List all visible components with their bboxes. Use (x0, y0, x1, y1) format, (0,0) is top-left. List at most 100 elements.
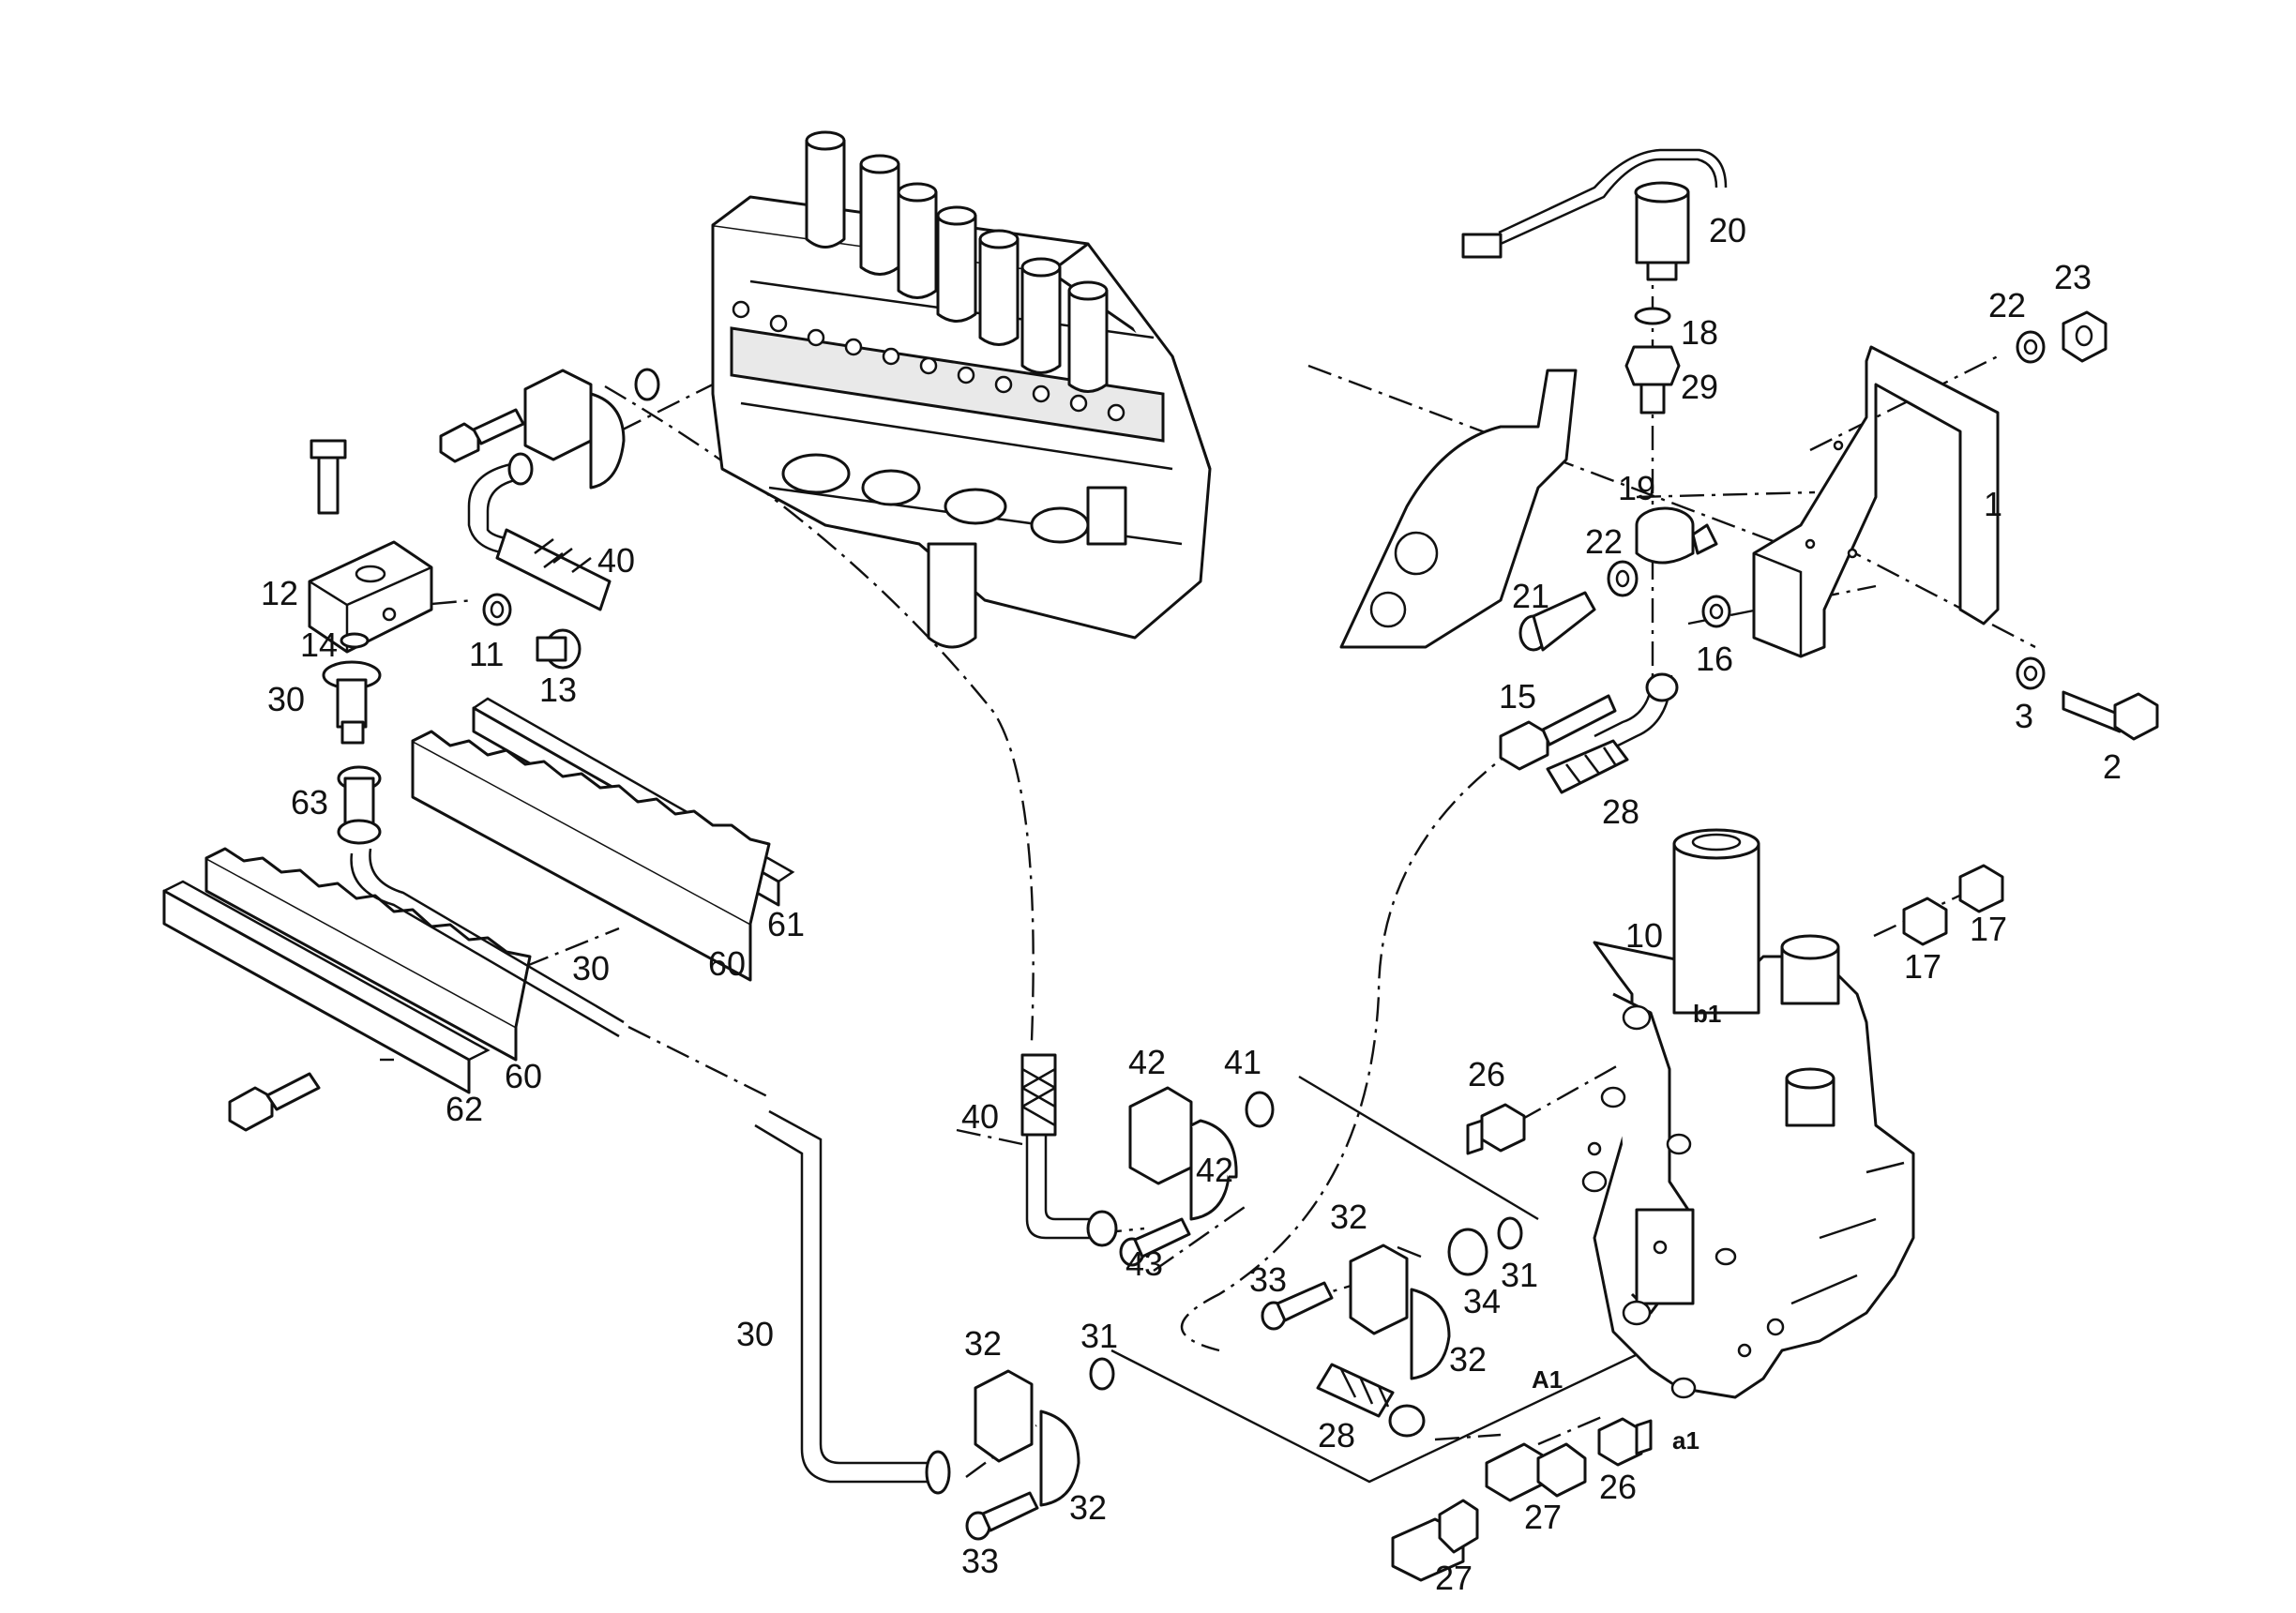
o-ring-14 (340, 632, 370, 649)
tube-30 (350, 848, 951, 1495)
flange-half-32-low-b (1039, 1409, 1080, 1507)
sensor-cable-20 (1461, 148, 1728, 281)
port-label-a1: a1 (1672, 1426, 1699, 1455)
callout-33a: 33 (1249, 1260, 1287, 1299)
callout-30b: 30 (572, 949, 610, 987)
callout-30a: 30 (267, 680, 305, 718)
callout-22a: 22 (1585, 522, 1623, 561)
callout-63: 63 (291, 783, 328, 822)
adapter-29 (1624, 345, 1681, 415)
flange-half-32-low-a (974, 1369, 1034, 1463)
flange-half-32-mid-b (1410, 1288, 1451, 1380)
elbow-27-upper (1485, 1442, 1587, 1502)
callout-61: 61 (767, 905, 805, 943)
callout-11: 11 (469, 635, 504, 673)
callout-29: 29 (1681, 368, 1718, 406)
callout-33b: 33 (961, 1542, 999, 1580)
o-ring-41 (1245, 1091, 1275, 1128)
callout-31a: 31 (1501, 1256, 1538, 1294)
callout-16: 16 (1696, 640, 1733, 678)
callout-17a: 17 (1904, 947, 1941, 986)
port-label-A1: A1 (1532, 1365, 1563, 1394)
flange-fitting-30 (322, 660, 382, 745)
seal-34 (1447, 1228, 1488, 1276)
o-ring-31-low (1089, 1357, 1115, 1391)
callout-22b: 22 (1988, 286, 2026, 324)
flange-half-32-mid-a (1349, 1244, 1409, 1335)
callout-31b: 31 (1080, 1317, 1118, 1355)
callout-17b: 17 (1970, 910, 2007, 948)
callout-20: 20 (1709, 211, 1746, 249)
callout-42b: 42 (1196, 1151, 1233, 1189)
bolt-33-mid (1261, 1281, 1334, 1331)
flange-half-42-upper-left (523, 369, 626, 490)
callout-34: 34 (1463, 1282, 1501, 1320)
callout-10: 10 (1625, 916, 1663, 955)
callout-43: 43 (1125, 1244, 1163, 1283)
callout-62: 62 (446, 1090, 483, 1128)
callout-26a: 26 (1468, 1055, 1505, 1093)
callout-27b: 27 (1435, 1559, 1473, 1597)
bolt-33-low (965, 1491, 1039, 1541)
washer-22-mid (1607, 560, 1639, 597)
o-ring-31-mid (1497, 1216, 1523, 1250)
flange-half-42-b (1189, 1119, 1238, 1221)
callout-30c: 30 (736, 1315, 774, 1353)
callout-19: 19 (1618, 469, 1655, 507)
solenoid-cylinders (805, 130, 1109, 393)
nut-23 (2062, 310, 2107, 363)
plug-26-upper (1466, 1103, 1526, 1155)
callout-3: 3 (2015, 697, 2033, 735)
washer-16 (1701, 595, 1731, 628)
flange-half-42-a (1128, 1086, 1193, 1185)
washer-22-top (2016, 330, 2046, 364)
o-ring-upper-left (634, 368, 660, 401)
callout-26b: 26 (1599, 1468, 1637, 1506)
callout-13: 13 (539, 671, 577, 709)
fitting-63 (337, 765, 382, 845)
callout-32b: 32 (1449, 1340, 1487, 1379)
hose-40-lower (1020, 1053, 1118, 1247)
nut-17-left (1902, 897, 1948, 946)
callout-60a: 60 (708, 944, 746, 983)
callout-21: 21 (1512, 577, 1549, 615)
callout-32d: 32 (1069, 1488, 1107, 1527)
callout-12: 12 (261, 574, 298, 612)
bolt-2 (2062, 690, 2159, 741)
swivel-19 (1635, 506, 1718, 565)
callout-42a: 42 (1128, 1043, 1166, 1081)
adapter-block-12 (308, 439, 433, 654)
elbow-27-lower (1391, 1499, 1479, 1582)
valve-block-10 (1581, 828, 1915, 1399)
callout-labels: 1 2 3 10 11 12 13 14 15 16 17 17 18 19 2… (261, 211, 2122, 1597)
callout-23: 23 (2054, 258, 2092, 296)
callout-40b: 40 (961, 1097, 999, 1136)
hose-40-upper (467, 452, 612, 611)
callout-15: 15 (1499, 677, 1536, 716)
clamp-bar-62 (162, 880, 491, 1094)
callout-40a: 40 (597, 541, 635, 580)
nut-17-right (1958, 864, 2004, 913)
bolt-21 (1518, 591, 1596, 652)
hose-28-lower (1316, 1363, 1426, 1438)
bolt-62 (228, 1072, 321, 1132)
clamp-block-60-lower (204, 847, 532, 1062)
callout-28a: 28 (1602, 792, 1639, 831)
bolt-upper-left (439, 408, 525, 463)
clamp-block-60-upper (411, 730, 771, 982)
washer-11 (482, 593, 512, 626)
bolt-43 (1119, 1217, 1191, 1267)
callout-41: 41 (1224, 1043, 1261, 1081)
main-control-valve-block (711, 130, 1212, 649)
bracket-plate-left (1339, 369, 1578, 649)
callout-2: 2 (2103, 747, 2122, 786)
callout-28b: 28 (1318, 1416, 1355, 1455)
callout-14: 14 (300, 626, 338, 664)
plug-26-lower (1597, 1417, 1653, 1467)
bolt-15 (1499, 694, 1617, 771)
bracket-1 (1752, 345, 2000, 658)
plug-13 (536, 628, 582, 670)
port-labels: b1 A1 a1 (1532, 1000, 1721, 1455)
callout-60b: 60 (505, 1057, 542, 1095)
